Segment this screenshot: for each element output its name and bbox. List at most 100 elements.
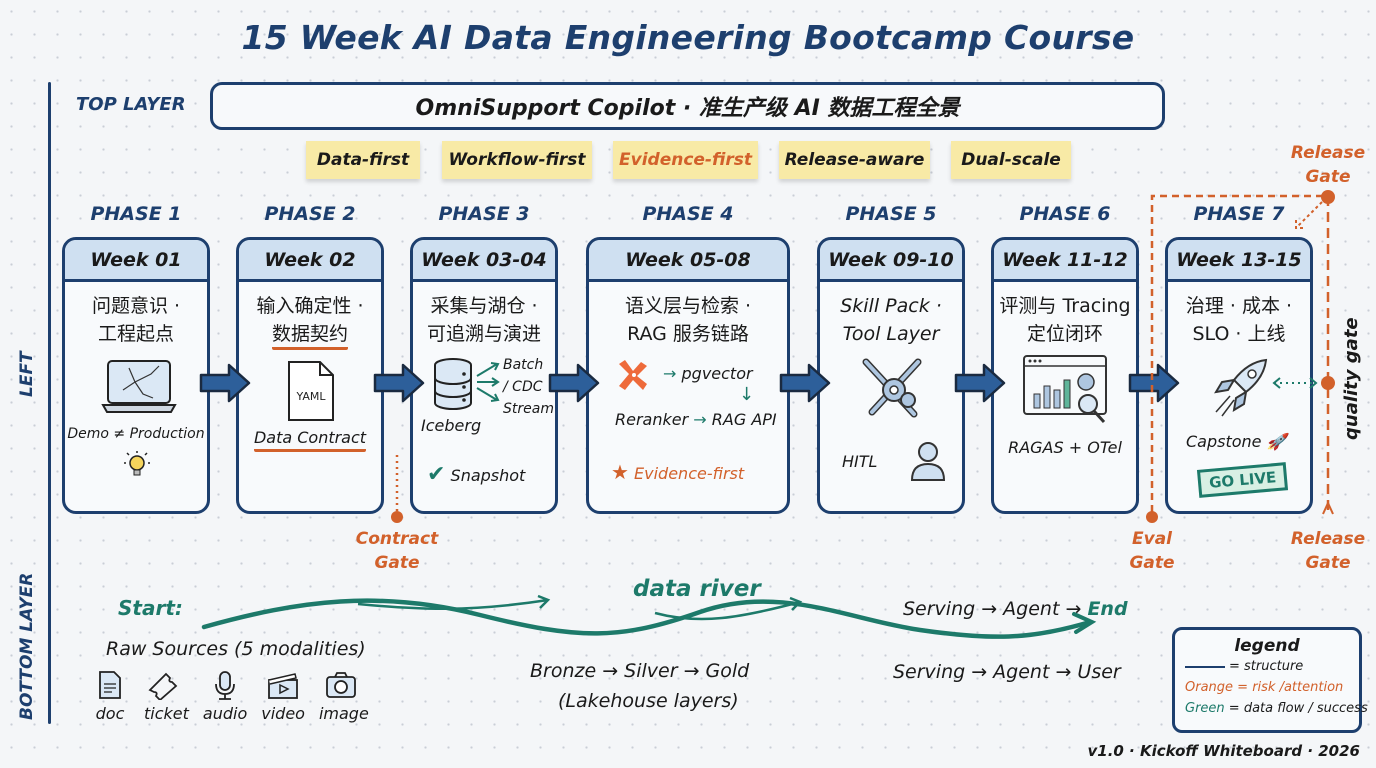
principle-label: Data-first: [316, 150, 410, 170]
yaml-file-icon: YAML: [288, 361, 334, 421]
iceberg-label: Iceberg: [421, 416, 482, 435]
data-river: [201, 598, 1093, 639]
card-topic: 问题意识 ·工程起点: [91, 295, 181, 345]
star-icon: ★: [611, 460, 629, 484]
source-item: doc: [90, 670, 130, 723]
user-icon: [910, 442, 946, 481]
phase-label: PHASE 1: [90, 203, 182, 225]
serving-user-flow: Serving → Agent → User: [893, 661, 1121, 683]
lakehouse-note: (Lakehouse layers): [558, 690, 739, 712]
data-river-label: data river: [633, 576, 761, 602]
phase-label: PHASE 3: [438, 203, 530, 225]
phase-card-7[interactable]: Week 13-15 治理 · 成本 ·SLO · 上线 Capstone 🚀 …: [1165, 237, 1313, 514]
dashboard-magnifier-icon: [1023, 355, 1107, 424]
release-gate-dot-top: [1321, 190, 1335, 204]
lightbulb-icon: [124, 451, 150, 476]
phase-arrow-icon: [1128, 363, 1180, 403]
rocket-icon: [1214, 358, 1268, 417]
principle-label: Dual-scale: [961, 150, 1061, 170]
principle-sticky-accent: Evidence-first: [613, 141, 758, 179]
pgvector-flow: → pgvector: [663, 364, 753, 383]
card-week: Week 02: [239, 240, 381, 282]
down-arrow-icon: ↓: [739, 384, 755, 405]
quality-gate-label: quality gate: [1341, 317, 1362, 440]
card-topic: 输入确定性 ·数据契约: [239, 292, 381, 350]
principle-sticky: Workflow-first: [442, 141, 592, 179]
card-caption: HITL: [842, 452, 878, 471]
contract-gate-dot: [391, 511, 403, 523]
microphone-icon: [215, 671, 235, 700]
phase-arrow-icon: [548, 363, 600, 403]
card-caption: Capstone 🚀: [1186, 432, 1287, 451]
principle-sticky: Release-aware: [779, 141, 930, 179]
card-caption: Data Contract: [239, 428, 381, 452]
top-layer-label: TOP LAYER: [76, 94, 186, 115]
phase-label: PHASE 5: [845, 203, 937, 225]
phase-label: PHASE 7: [1193, 203, 1285, 225]
phase-card-4[interactable]: Week 05-08 语义层与检索 ·RAG 服务链路 → pgvector ↓…: [586, 237, 790, 514]
principle-label: Workflow-first: [448, 150, 586, 170]
legend-title: legend: [1234, 636, 1300, 656]
legend-structure: = structure: [1185, 656, 1349, 677]
card-caption: Demo ≠ Production: [67, 426, 205, 442]
legend-green: Green = data flow / success: [1185, 701, 1368, 716]
phase-card-5[interactable]: Week 09-10 Skill Pack ·Tool Layer HITL: [817, 237, 965, 514]
source-list: doc ticket audio video image: [90, 670, 369, 723]
raw-sources-label: Raw Sources (5 modalities): [106, 638, 366, 660]
rag-flow: Reranker → RAG API: [615, 410, 777, 429]
principle-sticky: Dual-scale: [951, 141, 1071, 179]
banner-text: OmniSupport Copilot · 准生产级 AI 数据工程全景: [415, 96, 960, 121]
phase-card-2[interactable]: Week 02 输入确定性 ·数据契约 YAML Data Contract: [236, 237, 384, 514]
footer-version: v1.0 · Kickoff Whiteboard · 2026: [1087, 742, 1360, 760]
eval-gate-dot: [1146, 511, 1158, 523]
check-icon: ✔: [427, 462, 446, 487]
phase-label: PHASE 6: [1019, 203, 1111, 225]
legend: legend = structure Orange = risk /attent…: [1172, 627, 1368, 733]
card-week: Week 13-15: [1168, 240, 1310, 282]
card-caption: RAGAS + OTel: [1008, 438, 1122, 457]
source-item: audio: [203, 670, 247, 723]
quality-gate-dot: [1321, 376, 1335, 390]
phase-arrow-icon: [373, 363, 425, 403]
tools-gears-icon: [862, 358, 922, 418]
broken-laptop-icon: [101, 360, 177, 413]
card-week: Week 09-10: [820, 240, 962, 282]
eval-gate-line: [1150, 194, 1328, 512]
card-topic: Skill Pack ·Tool Layer: [840, 295, 942, 345]
embedding-model-icon: [619, 360, 647, 390]
top-banner: OmniSupport Copilot · 准生产级 AI 数据工程全景: [210, 82, 1165, 130]
flow-arrows-icon: [476, 362, 500, 402]
clapperboard-icon: [268, 673, 299, 699]
card-week: Week 11-12: [994, 240, 1136, 282]
principle-label: Evidence-first: [619, 150, 752, 170]
card-topic: 语义层与检索 ·RAG 服务链路: [624, 295, 752, 345]
source-item: ticket: [144, 670, 189, 723]
phase-arrow-icon: [954, 363, 1006, 403]
source-item: image: [319, 670, 369, 723]
card-caption: ★ Evidence-first: [611, 460, 745, 484]
start-label: Start:: [118, 596, 183, 620]
principle-label: Release-aware: [784, 150, 925, 170]
camera-icon: [326, 672, 356, 698]
phase-arrow-icon: [779, 363, 831, 403]
principle-sticky: Data-first: [306, 141, 420, 179]
card-week: Week 01: [65, 240, 207, 282]
card-caption: ✔ Snapshot: [427, 462, 526, 487]
phase-arrow-icon: [199, 363, 251, 403]
ticket-icon: [148, 672, 178, 702]
card-week: Week 03-04: [413, 240, 555, 282]
phase-card-1[interactable]: Week 01 问题意识 ·工程起点 Demo ≠ Production: [62, 237, 210, 514]
serving-end-flow: Serving → Agent → End: [903, 598, 1128, 620]
svg-text:YAML: YAML: [295, 390, 326, 403]
left-rail-divider: [48, 82, 51, 724]
document-icon: [99, 671, 121, 699]
phase-label: PHASE 4: [642, 203, 734, 225]
